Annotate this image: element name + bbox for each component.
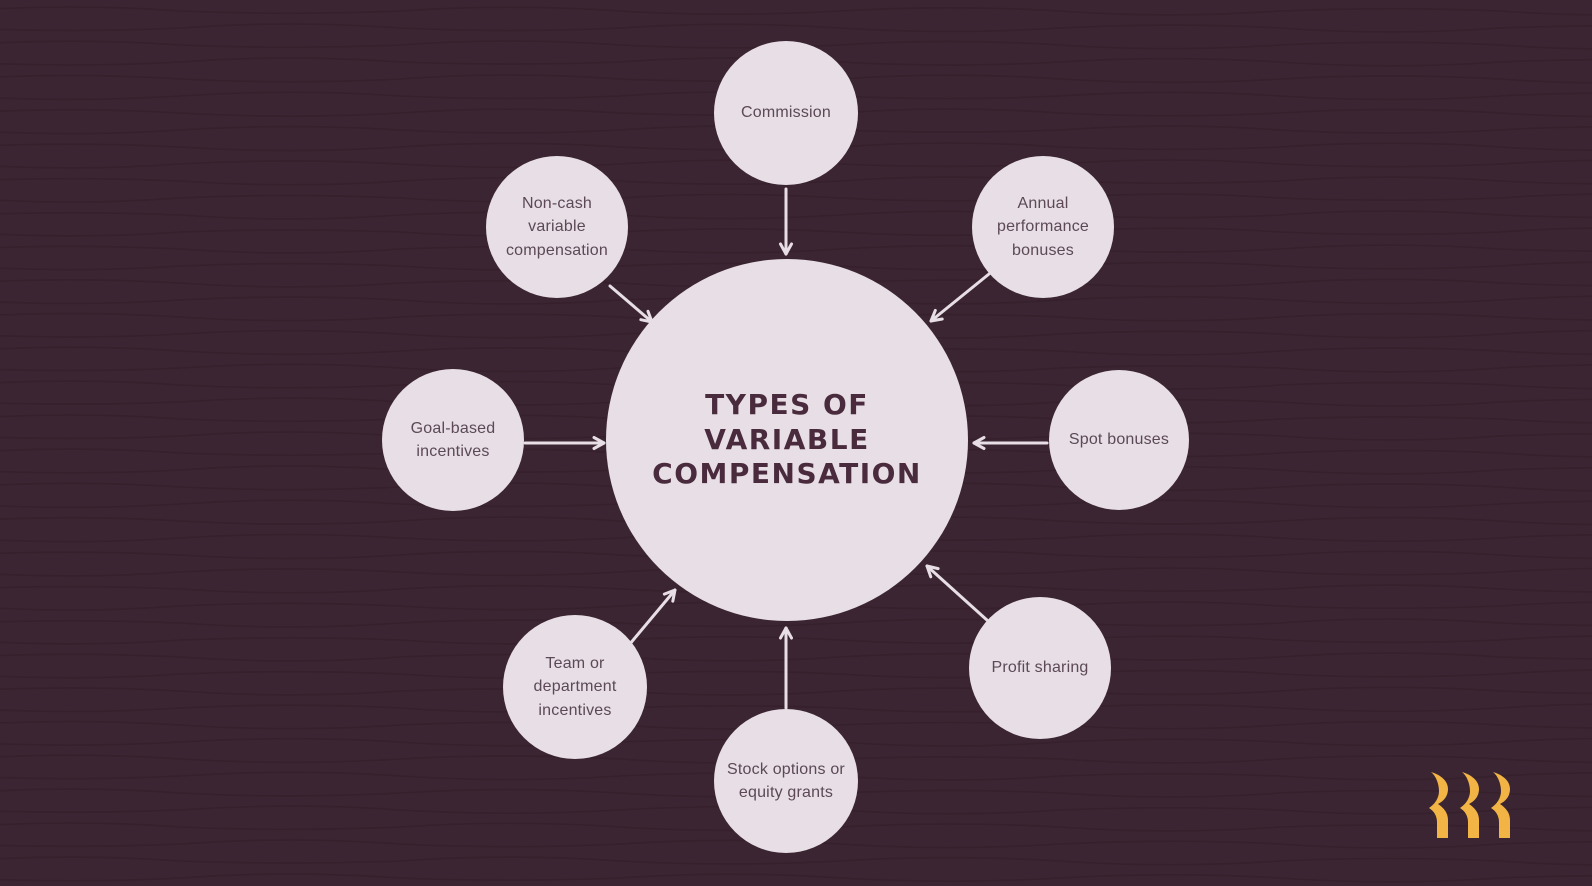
connector-profit-sharing [925, 564, 990, 623]
node-profit-sharing: Profit sharing [969, 597, 1111, 739]
quote-mark-glyph [1460, 772, 1479, 838]
quote-mark-glyph [1429, 772, 1448, 838]
quote-mark-glyph [1491, 772, 1510, 838]
three-quote-marks-icon [1429, 772, 1510, 838]
node-spot-bonuses: Spot bonuses [1049, 370, 1189, 510]
node-commission: Commission [714, 41, 858, 185]
node-label: Team or department incentives [533, 655, 617, 719]
node-label: Spot bonuses [1068, 431, 1170, 449]
node-label: Stock options or equity grants [727, 760, 845, 801]
node-label: Profit sharing [991, 659, 1089, 677]
connector-annual-performance-bonuses [929, 272, 991, 323]
diagram-title: TYPES OF VARIABLE COMPENSATION [652, 387, 922, 491]
connector-non-cash-variable-compensation [608, 284, 654, 324]
node-annual-performance-bonuses: Annual performance bonuses [972, 156, 1114, 298]
node-label: Non-cash variable compensation [505, 195, 609, 259]
node-non-cash-variable-compensation: Non-cash variable compensation [486, 156, 628, 298]
node-team-or-department-incentives: Team or department incentives [503, 615, 647, 759]
node-stock-options-or-equity-grants: Stock options or equity grants [714, 709, 858, 853]
node-label: Goal-based incentives [410, 419, 496, 460]
node-label: Commission [740, 104, 831, 122]
central-node: TYPES OF VARIABLE COMPENSATION [606, 259, 968, 621]
node-goal-based-incentives: Goal-based incentives [382, 369, 524, 511]
node-label: Annual performance bonuses [996, 195, 1090, 259]
connector-team-department-incentives [627, 588, 677, 647]
